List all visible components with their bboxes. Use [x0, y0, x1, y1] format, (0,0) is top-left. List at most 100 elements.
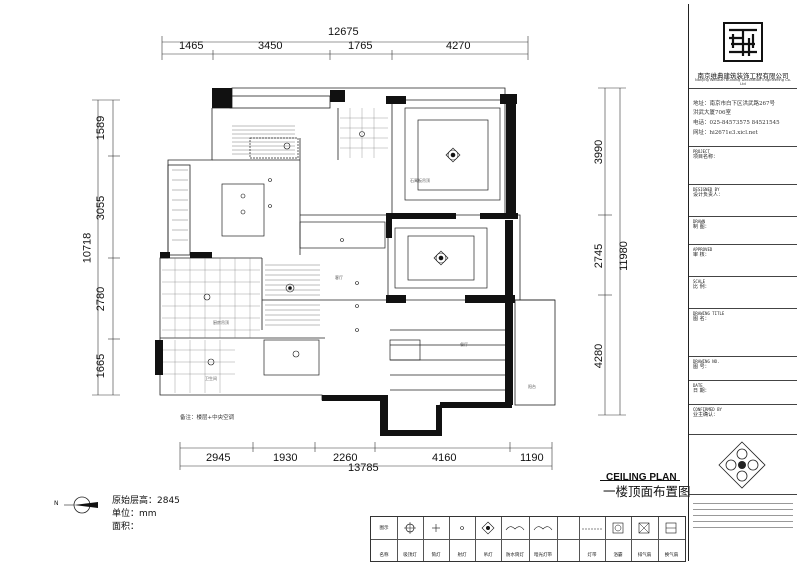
- company-seal-logo: [723, 22, 763, 62]
- dim-left-seg-3: 2780: [95, 286, 108, 312]
- legend-label: 换气扇: [664, 553, 679, 558]
- dim-right-seg-2: 2745: [593, 243, 606, 269]
- legend-label: 排气扇: [637, 553, 652, 558]
- dim-bottom-seg-4: 4160: [432, 452, 457, 464]
- note-original-height: 原始层高：2845: [112, 496, 180, 506]
- field-drawing-no-en: DRAWING NO.: [693, 359, 720, 364]
- dim-top-seg-1: 1465: [179, 40, 204, 52]
- legend-cell: 浴霸: [605, 517, 632, 561]
- dim-bottom-total: 13785: [348, 462, 379, 474]
- field-designed-en: DESIGNED BY: [693, 187, 720, 192]
- dim-right-seg-3: 4280: [593, 343, 606, 369]
- legend-cell: 筒灯: [423, 517, 450, 561]
- legend-label: 灯带: [587, 553, 597, 558]
- legend-header: 图示: [379, 526, 389, 531]
- legend-cell: 防水筒灯: [501, 517, 530, 561]
- title-block-divider: [689, 184, 797, 185]
- waterproof-light-icon: [505, 526, 525, 531]
- legend-cell: 图示 名称: [371, 517, 398, 561]
- field-project-cn: 项目名称：: [693, 154, 719, 160]
- legend-cell: [557, 517, 580, 561]
- field-project-en: PROJECT: [693, 149, 710, 154]
- title-block-divider: [689, 356, 797, 357]
- dim-bottom-seg-1: 2945: [206, 452, 231, 464]
- field-drawing-title-en: DRAWING TITLE: [693, 311, 725, 316]
- room-label: 厨房吊顶: [213, 320, 229, 325]
- field-scale-cn: 比 例：: [693, 284, 710, 290]
- exhaust-fan-icon: [638, 522, 650, 534]
- legend-cell: 换气扇: [658, 517, 685, 561]
- field-confirmed-en: CONFIRMED BY: [693, 407, 722, 412]
- field-drawing-no-cn: 图 号：: [693, 364, 710, 370]
- legend-label: 吊灯: [483, 553, 493, 558]
- ceiling-feature-panels: [221, 107, 501, 376]
- north-arrow-icon: [64, 496, 98, 514]
- footer-fine-print: [693, 498, 793, 558]
- company-address-line2: 洪武大厦706室: [693, 110, 731, 116]
- legend-label: 防水筒灯: [506, 553, 524, 558]
- title-block-divider: [689, 380, 797, 381]
- dim-bottom-seg-3: 2260: [333, 452, 358, 464]
- title-block-divider: [689, 244, 797, 245]
- note-area: 面积：: [112, 522, 140, 532]
- dim-right-total: 11980: [617, 241, 630, 271]
- company-website: 网址：hi2671e3.xicl.net: [693, 130, 758, 136]
- plan-title-underline: [600, 480, 680, 481]
- company-emblem-logo: [718, 441, 766, 489]
- room-label: 阳台: [528, 384, 536, 389]
- legend-cell: 排气扇: [631, 517, 659, 561]
- field-confirmed-cn: 业主确认：: [693, 412, 719, 418]
- dim-left-seg-2: 3055: [95, 195, 108, 221]
- company-name-en: Nanjing WeiDian Building Decoration Engi…: [695, 78, 791, 86]
- legend-cell: 射灯: [449, 517, 476, 561]
- field-drawn-cn: 制 图：: [693, 224, 710, 230]
- dim-left-seg-4: 1665: [95, 353, 108, 379]
- wood-ceiling-hatching: [172, 125, 320, 326]
- field-scale-en: SCALE: [693, 279, 706, 284]
- legend-cell: 暗光灯带: [529, 517, 558, 561]
- room-label: 客厅: [335, 275, 343, 280]
- dim-top-seg-2: 3450: [258, 40, 283, 52]
- right-dimension-lines: [598, 87, 626, 416]
- north-label: N: [54, 500, 59, 507]
- field-drawn-en: DRAWN: [693, 219, 706, 224]
- legend-label: 筒灯: [431, 553, 441, 558]
- dim-top-total: 12675: [328, 26, 359, 38]
- ventilation-fan-icon: [665, 522, 677, 534]
- dim-top-seg-3: 1765: [348, 40, 373, 52]
- field-designed-cn: 设计负责人：: [693, 192, 724, 198]
- title-block: 南京维典建筑装饰工程有限公司 Nanjing WeiDian Building …: [688, 4, 797, 561]
- dim-left-seg-1: 1589: [95, 115, 108, 141]
- dim-top-seg-4: 4270: [446, 40, 471, 52]
- dim-bottom-seg-2: 1930: [273, 452, 298, 464]
- legend-label: 吸顶灯: [403, 553, 417, 558]
- title-block-divider: [689, 404, 797, 405]
- company-address: 地址：南京市白下区洪武路267号: [693, 101, 775, 107]
- bath-heater-icon: [612, 522, 624, 534]
- legend-label: 射灯: [457, 553, 467, 558]
- legend-cell: 吸顶灯: [397, 517, 424, 561]
- legend-cell: 吊灯: [475, 517, 502, 561]
- structural-columns: [155, 88, 518, 436]
- field-date-cn: 日 期：: [693, 388, 710, 394]
- legend-divider: [371, 539, 685, 540]
- field-drawing-title-cn: 图 名：: [693, 316, 710, 322]
- dim-right-seg-1: 3990: [593, 139, 606, 165]
- room-label: 餐厅: [460, 342, 468, 347]
- legend-label: 名称: [379, 553, 389, 558]
- chandelier-icon: [481, 521, 495, 535]
- remark-text: 备注：楼层+中央空调: [180, 415, 235, 421]
- title-block-divider: [689, 276, 797, 277]
- tile-grid-ceilings: [162, 108, 388, 393]
- title-block-divider: [689, 494, 797, 495]
- legend-table: 图示 名称 吸顶灯 筒灯 射灯 吊灯 防水筒灯 暗光灯带 灯带 浴霸 排气扇: [370, 516, 686, 562]
- dim-bottom-seg-5: 1190: [520, 452, 544, 464]
- title-block-divider: [689, 434, 797, 435]
- ceiling-lights: [203, 131, 461, 366]
- title-block-divider: [689, 216, 797, 217]
- plan-title-en: CEILING PLAN: [606, 472, 677, 483]
- left-dimension-lines: [92, 99, 120, 396]
- room-label: 卫生间: [205, 376, 217, 381]
- title-block-divider: [689, 88, 797, 89]
- bottom-dimension-lines: [179, 442, 553, 470]
